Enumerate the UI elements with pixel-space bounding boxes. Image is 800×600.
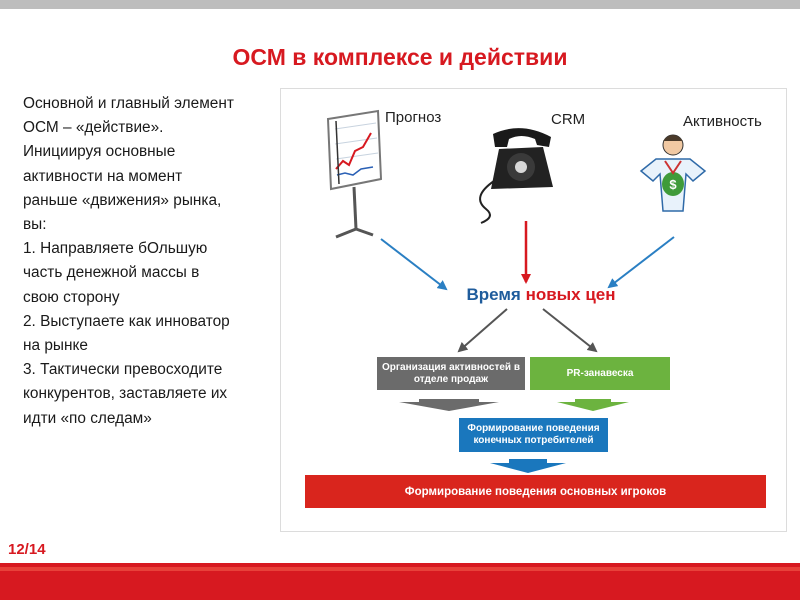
gray-block-arrow <box>399 399 499 411</box>
diagram-panel: $ Прогноз CRM Активность Время новых цен… <box>280 88 787 532</box>
superhero-icon: $ <box>639 134 707 212</box>
label-activity: Активность <box>683 113 762 130</box>
green-block-arrow <box>557 399 629 411</box>
center-heading: Время новых цен <box>391 285 691 305</box>
body-line: часть денежной массы в <box>23 264 200 282</box>
top-bar <box>0 0 800 9</box>
arrow-to-gray <box>457 308 508 353</box>
pr-curtain-box: PR-занавеска <box>530 357 670 390</box>
label-forecast: Прогноз <box>385 109 442 126</box>
arrow-to-green <box>542 308 598 353</box>
slide-title: ОСМ в комплексе и действии <box>232 44 568 70</box>
page-number: 12/14 <box>8 541 46 558</box>
body-line: раньше «движения» рынка, <box>23 191 222 209</box>
body-line: на рынке <box>23 337 88 355</box>
body-line: ОСМ – «действие». <box>23 119 164 137</box>
label-crm: CRM <box>551 111 586 128</box>
body-line: вы: <box>23 216 47 234</box>
arrow-activity <box>607 236 675 289</box>
svg-text:$: $ <box>669 177 677 192</box>
key-players-behavior-box: Формирование поведения основных игроков <box>305 475 766 508</box>
arrow-forecast <box>380 238 448 291</box>
flipchart-icon <box>326 109 383 239</box>
body-line: свою сторону <box>23 288 120 306</box>
body-line: 1. Направляете бОльшую <box>23 240 208 258</box>
consumer-behavior-box: Формирование поведения конечных потребит… <box>459 418 608 452</box>
body-line: Основной и главный элемент <box>23 95 234 112</box>
center-part2: новых цен <box>525 285 616 304</box>
footer-line <box>0 567 800 571</box>
body-line: идти «по следам» <box>23 409 152 427</box>
body-line: Инициируя основные <box>23 143 176 161</box>
sales-activities-box: Организация активностей в отделе продаж <box>377 357 525 390</box>
telephone-icon <box>479 128 553 224</box>
blue-block-arrow <box>490 459 566 473</box>
body-line: активности на момент <box>23 167 183 185</box>
center-part1: Время <box>466 285 521 304</box>
body-line: 3. Тактически превосходите <box>23 361 223 379</box>
body-line: 2. Выступаете как инноватор <box>23 312 230 330</box>
body-text: Основной и главный элемент ОСМ – «действ… <box>23 92 275 431</box>
body-line: конкурентов, заставляете их <box>23 385 228 403</box>
diagram-graphics: $ <box>326 109 707 473</box>
